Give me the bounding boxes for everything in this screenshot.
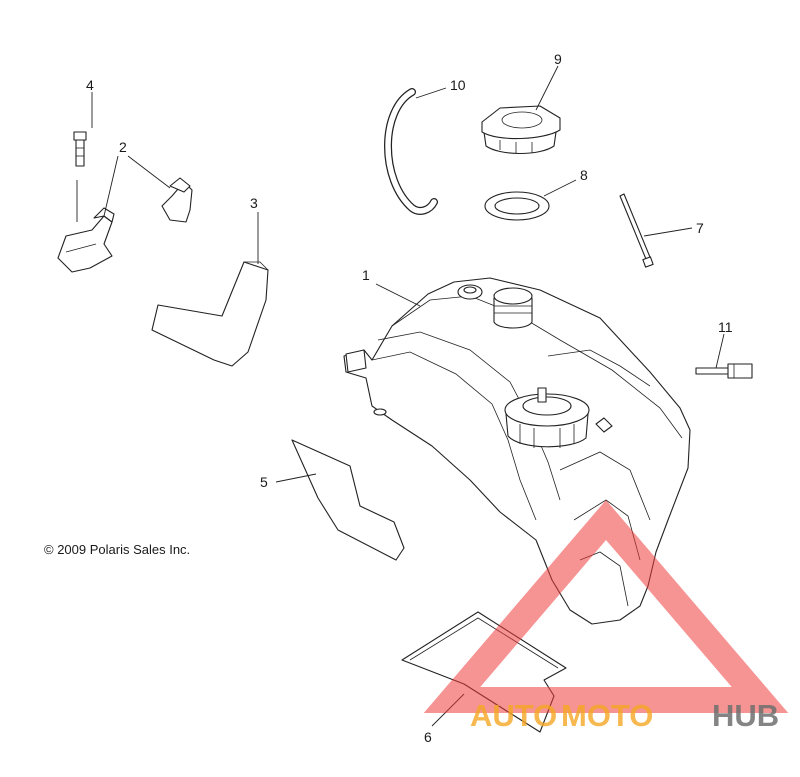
part-hose [384, 88, 438, 215]
callout-6: 6 [424, 729, 432, 745]
warning-triangle-icon [423, 500, 789, 713]
callout-7: 7 [696, 220, 704, 236]
part-pin [619, 193, 654, 268]
part-fuel-cap [481, 105, 561, 154]
callout-1: 1 [362, 267, 370, 283]
watermark-hub: HUB [712, 698, 779, 733]
callout-4: 4 [86, 77, 94, 93]
part-gasket [484, 191, 550, 221]
callout-11: 11 [718, 319, 733, 335]
callout-8: 8 [580, 167, 588, 183]
part-bolt [73, 131, 87, 222]
watermark-auto: AUTO [470, 698, 557, 733]
part-bracket [57, 177, 193, 273]
watermark-moto: MOTO [561, 698, 653, 733]
callout-3: 3 [250, 195, 258, 211]
callout-9: 9 [554, 51, 562, 67]
watermark-logo: AUTO MOTO HUB [423, 500, 789, 733]
callout-10: 10 [450, 77, 466, 93]
part-heat-shield [291, 439, 405, 561]
callout-2: 2 [119, 139, 127, 155]
part-pad [151, 261, 269, 367]
part-connector [695, 363, 753, 379]
callout-5: 5 [260, 474, 268, 490]
copyright-text: © 2009 Polaris Sales Inc. [44, 542, 190, 557]
